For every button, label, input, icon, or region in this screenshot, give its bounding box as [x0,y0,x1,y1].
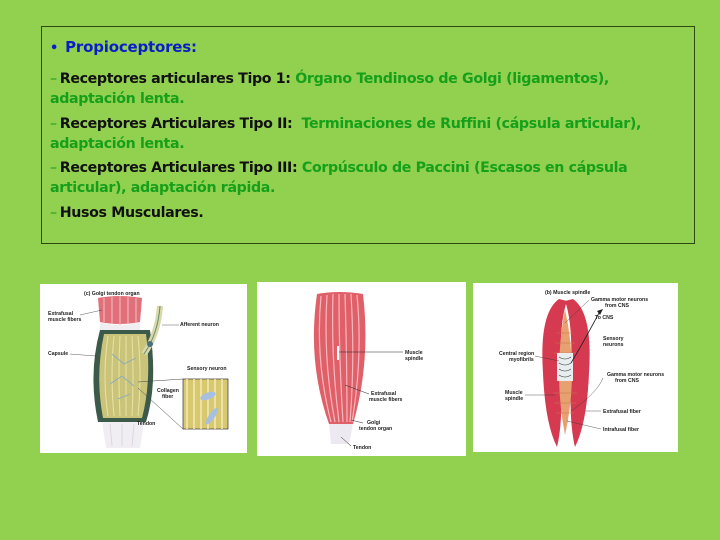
title-text: Propioceptores: [65,38,197,56]
item-label: Husos Musculares. [59,204,204,221]
item-label: Receptores Articulares Tipo II: [59,115,293,132]
golgi-tendon-organ-illustration: (c) Golgi tendon organ Extrafusal muscle [48,291,229,448]
bullet-icon: • [50,41,59,56]
svg-text:Afferent neuron: Afferent neuron [180,322,219,328]
svg-text:fiber: fiber [162,394,173,400]
svg-text:muscle fibers: muscle fibers [48,317,82,323]
svg-text:Golgi: Golgi [367,420,381,426]
svg-text:neurons: neurons [603,342,624,348]
svg-text:Gamma motor neurons: Gamma motor neurons [591,297,648,303]
svg-text:tendon organ: tendon organ [359,426,392,432]
svg-text:Collagen: Collagen [157,388,179,394]
svg-text:Central region: Central region [499,351,534,357]
muscle-illustration: Muscle spindle Extrafusal muscle fibers … [313,292,423,451]
svg-text:Extrafusal: Extrafusal [48,311,74,317]
svg-text:spindle: spindle [405,356,423,362]
list-item-tipo-2: –Receptores Articulares Tipo II: Termina… [50,114,686,154]
content-textbox: • Propioceptores: –Receptores articulare… [41,26,695,244]
item-description: Terminaciones de Ruffini (cápsula articu… [50,115,642,152]
svg-text:Intrafusal fiber: Intrafusal fiber [603,427,639,433]
svg-text:muscle fibers: muscle fibers [369,397,403,403]
svg-text:Tendon: Tendon [353,445,371,451]
svg-text:myofibrils: myofibrils [509,357,534,363]
svg-text:Tendon: Tendon [137,421,155,427]
svg-text:To CNS: To CNS [595,315,614,321]
figure-caption: (b) Muscle spindle [545,290,590,296]
list-item-tipo-1: –Receptores articulares Tipo 1: Órgano T… [50,69,686,109]
dash-icon: – [50,160,57,176]
svg-text:Extrafusal: Extrafusal [371,391,397,397]
dash-icon: – [50,71,57,87]
svg-text:Sensory: Sensory [603,336,624,342]
item-label: Receptores articulares Tipo 1: [59,71,291,87]
figure-muscle: Muscle spindle Extrafusal muscle fibers … [257,282,466,456]
slide-title: • Propioceptores: [50,36,686,60]
svg-text:Sensory neuron: Sensory neuron [187,366,227,372]
svg-text:from CNS: from CNS [605,303,629,309]
figure-golgi-tendon-organ: (c) Golgi tendon organ Extrafusal muscle [40,284,247,453]
item-description: Órgano Tendinoso de Golgi (ligamentos), … [50,71,609,107]
list-item-tipo-3: –Receptores Articulares Tipo III: Corpús… [50,158,686,198]
item-label: Receptores Articulares Tipo III: [59,160,298,176]
dash-icon: – [50,204,57,221]
figure-muscle-spindle: (b) Muscle spindle Gamma motor neurons f… [473,283,678,452]
svg-text:Muscle: Muscle [405,350,423,356]
svg-text:Muscle: Muscle [505,390,523,396]
svg-text:Gamma motor neurons: Gamma motor neurons [607,372,664,378]
figure-caption: (c) Golgi tendon organ [84,291,140,297]
dash-icon: – [50,115,57,132]
svg-text:spindle: spindle [505,396,523,402]
svg-text:from CNS: from CNS [615,378,639,384]
muscle-spindle-illustration: (b) Muscle spindle Gamma motor neurons f… [499,290,664,447]
list-item-husos: –Husos Musculares. [50,203,686,223]
svg-text:Capsule: Capsule [48,351,68,357]
item-description: Corpúsculo de Paccini (Escasos en cápsul… [50,160,628,196]
svg-text:Extrafusal fiber: Extrafusal fiber [603,409,641,415]
